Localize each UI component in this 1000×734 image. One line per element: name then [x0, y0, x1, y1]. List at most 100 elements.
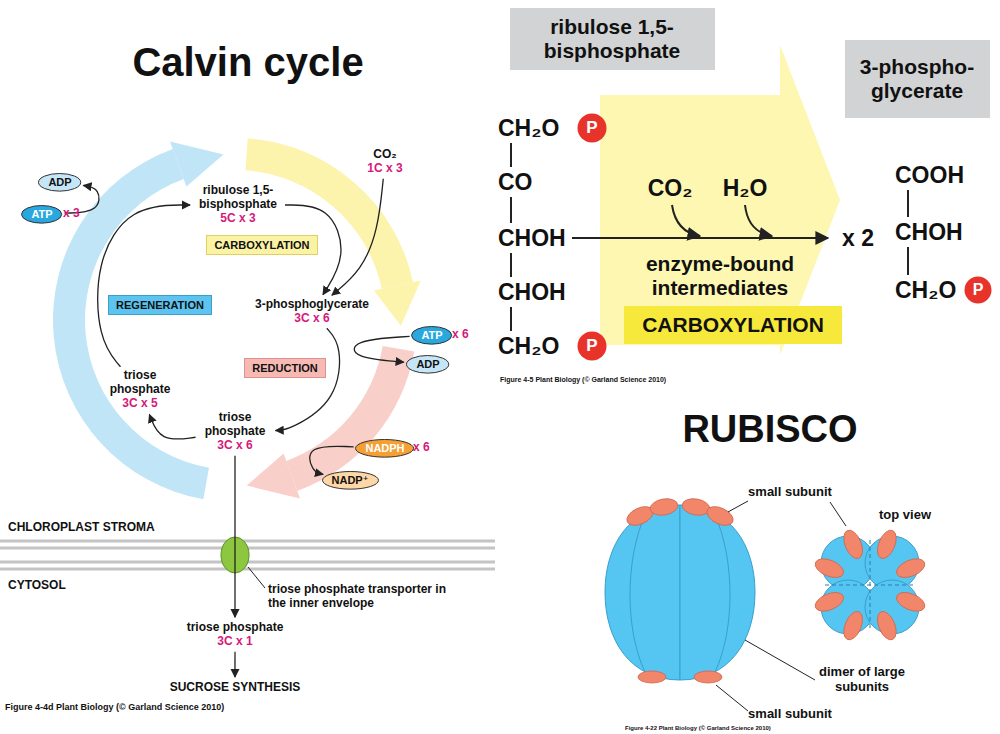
part-label: small subunit — [748, 707, 832, 722]
cofactor-oval: ATP — [411, 326, 452, 345]
formula-group: CO — [498, 169, 533, 195]
small-subunit — [681, 497, 711, 518]
node-text: 3-phosphoglycerate — [255, 298, 369, 312]
node-text: 1C x 3 — [367, 162, 402, 176]
leader-line — [728, 501, 748, 512]
formula-group: CH₂O — [895, 277, 956, 303]
compound-header: 3-phospho- glycerate — [845, 40, 990, 118]
reactant: H₂O — [723, 175, 768, 201]
shape-outline — [322, 471, 378, 489]
shape-outline — [578, 332, 607, 361]
small-subunit — [874, 609, 900, 643]
dimer-divider — [825, 585, 915, 586]
node-text: CO₂ — [373, 148, 396, 162]
node-text: SUCROSE SYNTHESIS — [170, 681, 301, 695]
bond — [510, 307, 512, 331]
flow-arrow — [310, 446, 354, 474]
phosphate-circle: P — [577, 113, 607, 143]
small-subunit — [694, 671, 722, 683]
node-text: triose phosphate — [187, 621, 284, 635]
stoichiometry: x 2 — [842, 225, 874, 251]
stoichiometry: x 6 — [452, 328, 469, 342]
formula-group: COOH — [895, 162, 964, 188]
node-text: P — [586, 336, 597, 356]
node-text: ATP — [31, 208, 52, 221]
shape-outline — [356, 439, 414, 457]
cofactor-oval: ADP — [38, 173, 81, 192]
metabolite: 3-phosphoglycerate3C x 6 — [253, 297, 371, 327]
cycle-arrows — [53, 138, 421, 499]
node-text: 3C x 5 — [122, 397, 157, 411]
membrane-line — [0, 540, 495, 543]
node-text: NADP⁺ — [332, 474, 369, 487]
cycle-arrowhead — [374, 281, 421, 326]
small-subunit — [874, 527, 900, 561]
phosphate-circle: P — [577, 331, 607, 361]
node-text: REDUCTION — [252, 362, 317, 375]
cycle-arrowhead — [247, 453, 300, 498]
bond — [907, 190, 909, 217]
small-subunit — [840, 609, 866, 643]
leader-line — [716, 685, 748, 711]
step-box: CARBOXYLATION — [624, 306, 842, 344]
flow-arrow — [234, 652, 235, 677]
small-subunit — [840, 527, 866, 561]
node-text: CARBOXYLATION — [214, 239, 309, 252]
cycle-arrowhead — [170, 142, 223, 187]
bond — [907, 247, 909, 275]
node-text: 5C x 3 — [220, 212, 255, 226]
cycle-band — [245, 138, 413, 288]
figure-credit: Figure 4-22 Plant Biology (© Garland Sci… — [625, 725, 771, 732]
phosphate-circle: P — [964, 276, 992, 304]
cofactor-oval: ADP — [406, 355, 449, 374]
metabolite: ribulose 1,5-bisphosphate5C x 3 — [193, 183, 283, 226]
flow-arrow — [354, 336, 409, 362]
node-text: triose phosphate — [200, 411, 271, 439]
bond — [510, 143, 512, 167]
diagram-title: Calvin cycle — [132, 39, 363, 85]
bond — [510, 197, 512, 223]
stoichiometry: x 3 — [63, 207, 80, 221]
formula-group: CHOH — [498, 225, 566, 251]
node-text: 3C x 6 — [294, 312, 329, 326]
cofactor-oval: ATP — [21, 205, 62, 224]
node-text: ADP — [416, 358, 439, 371]
small-subunit — [894, 589, 928, 615]
formula-group: CHOH — [498, 279, 566, 305]
figure-credit: Figure 4-5 Plant Biology (© Garland Scie… — [500, 376, 666, 384]
small-subunit — [894, 555, 928, 581]
small-subunit — [638, 671, 666, 683]
compartment-label: CYTOSOL — [8, 579, 66, 593]
leader-line — [830, 502, 846, 526]
rubisco-top-view — [812, 527, 927, 642]
shape-outline — [578, 114, 607, 143]
metabolite: triose phosphate3C x 1 — [185, 620, 286, 650]
chemical-bonds — [511, 143, 908, 331]
leader-line — [745, 640, 815, 680]
node-text: REGENERATION — [116, 299, 204, 312]
part-label: small subunit — [748, 485, 832, 500]
phase-box: CARBOXYLATION — [206, 235, 317, 256]
node-text: triose phosphate — [105, 369, 176, 397]
node-text: 3C x 1 — [217, 635, 252, 649]
node-text: P — [586, 118, 597, 138]
cycle-band — [53, 149, 209, 499]
flow-arrow — [149, 414, 195, 439]
formula-group: CH₂O — [498, 333, 559, 359]
phase-box: REDUCTION — [244, 358, 325, 379]
leader-line — [248, 567, 265, 588]
flow-arrow — [332, 179, 383, 295]
figure-credit: Figure 4-4d Plant Biology (© Garland Sci… — [5, 702, 224, 712]
shape-outline — [39, 173, 81, 191]
view-label: top view — [879, 508, 931, 523]
intermediate-label: enzyme-bound intermediates — [620, 252, 820, 300]
formula-group: CH₂O — [498, 115, 559, 141]
subunit-line — [715, 515, 730, 672]
small-subunit — [812, 589, 846, 615]
small-subunit — [649, 497, 679, 518]
node-text: 3-phospho- glycerate — [854, 55, 981, 103]
cofactor-oval: NADP⁺ — [322, 471, 379, 490]
reaction-arrows — [572, 205, 828, 238]
metabolite: CO₂1C x 3 — [365, 147, 404, 177]
cofactor-oval: NADPH — [355, 439, 414, 458]
